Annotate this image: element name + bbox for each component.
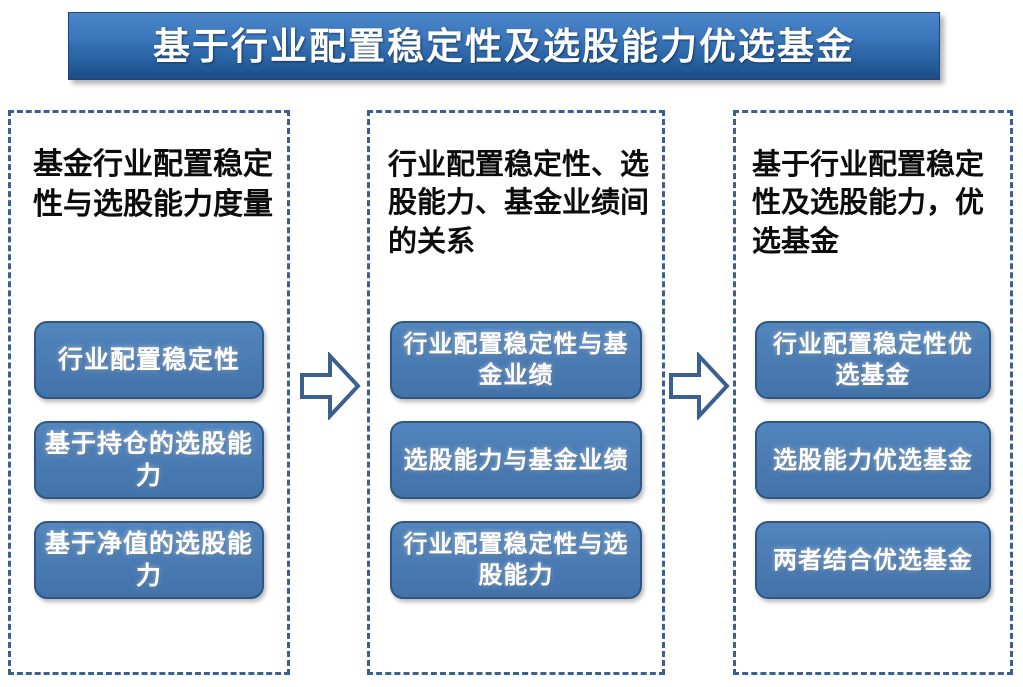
stage-panel-2: 行业配置稳定性、选股能力、基金业绩间的关系 行业配置稳定性与基金业绩 选股能力与… <box>367 110 665 675</box>
stage-3-box-3[interactable]: 两者结合优选基金 <box>755 521 991 599</box>
stage-3-box-1[interactable]: 行业配置稳定性优选基金 <box>755 321 991 399</box>
stage-1-box-list: 行业配置稳定性 基于持仓的选股能力 基于净值的选股能力 <box>11 321 287 599</box>
stage-2-box-2[interactable]: 选股能力与基金业绩 <box>390 421 642 499</box>
stage-2-heading: 行业配置稳定性、选股能力、基金业绩间的关系 <box>388 147 650 258</box>
stage-2-box-2-label: 选股能力与基金业绩 <box>403 445 629 474</box>
stage-2-box-list: 行业配置稳定性与基金业绩 选股能力与基金业绩 行业配置稳定性与选股能力 <box>370 321 662 599</box>
stage-2-box-1[interactable]: 行业配置稳定性与基金业绩 <box>390 321 642 399</box>
stage-2-box-3-label: 行业配置稳定性与选股能力 <box>403 530 629 589</box>
stage-3-box-3-label: 两者结合优选基金 <box>773 545 973 574</box>
right-arrow-icon <box>668 350 730 422</box>
stage-panel-3: 基于行业配置稳定性及选股能力，优选基金 行业配置稳定性优选基金 选股能力优选基金… <box>733 110 1013 675</box>
right-arrow-icon <box>299 350 361 422</box>
stage-1-box-3-label: 基于净值的选股能力 <box>44 529 253 590</box>
stage-3-box-2[interactable]: 选股能力优选基金 <box>755 421 991 499</box>
stage-1-box-2[interactable]: 基于持仓的选股能力 <box>34 421 264 499</box>
stage-panel-1: 基金行业配置稳定性与选股能力度量 行业配置稳定性 基于持仓的选股能力 基于净值的… <box>8 110 290 675</box>
stage-1-box-1[interactable]: 行业配置稳定性 <box>34 321 264 399</box>
page-title: 基于行业配置稳定性及选股能力优选基金 <box>153 24 855 68</box>
stage-3-heading: 基于行业配置稳定性及选股能力，优选基金 <box>752 147 985 258</box>
title-banner: 基于行业配置稳定性及选股能力优选基金 <box>68 12 940 80</box>
stage-1-heading: 基金行业配置稳定性与选股能力度量 <box>33 147 273 222</box>
stage-1-box-1-label: 行业配置稳定性 <box>57 345 240 374</box>
stage-3-box-2-label: 选股能力优选基金 <box>773 445 973 474</box>
stage-2-box-3[interactable]: 行业配置稳定性与选股能力 <box>390 521 642 599</box>
stage-3-box-1-label: 行业配置稳定性优选基金 <box>773 330 973 389</box>
stage-1-box-3[interactable]: 基于净值的选股能力 <box>34 521 264 599</box>
stage-2-box-1-label: 行业配置稳定性与基金业绩 <box>403 330 629 389</box>
stage-3-box-list: 行业配置稳定性优选基金 选股能力优选基金 两者结合优选基金 <box>736 321 1010 599</box>
stage-1-box-2-label: 基于持仓的选股能力 <box>44 429 253 490</box>
